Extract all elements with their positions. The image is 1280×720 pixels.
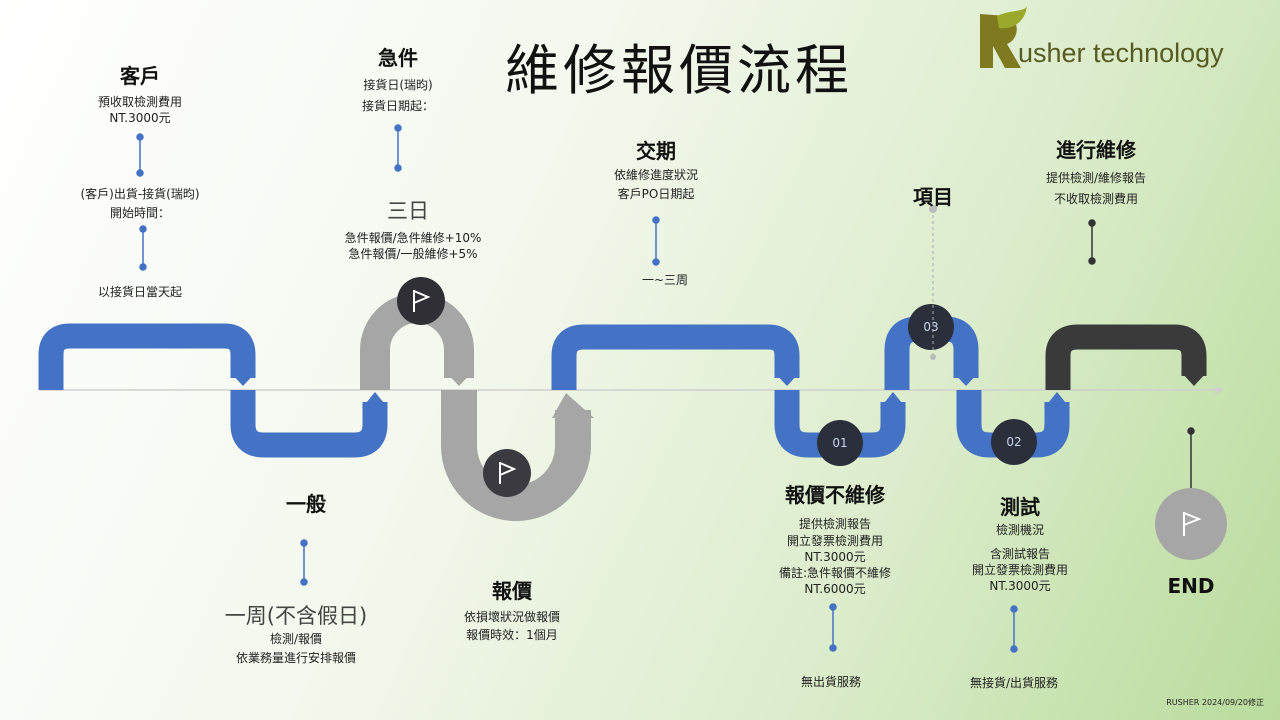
track-blue-arch-1 bbox=[38, 323, 256, 390]
flag-circle-urgent bbox=[397, 277, 445, 325]
delivery-line3: 一~三周 bbox=[641, 273, 689, 287]
badge-02-label: 02 bbox=[1006, 435, 1021, 449]
track-arrow-2 bbox=[362, 392, 388, 408]
flag-icon bbox=[413, 290, 431, 312]
badge-03-label: 03 bbox=[923, 320, 938, 334]
flag-circle-quote bbox=[483, 449, 531, 497]
footer-note: RUSHER 2024/09/20修正 bbox=[1166, 698, 1264, 707]
delivery-line1: 依維修進度狀況 bbox=[613, 168, 698, 182]
track-arrow-8 bbox=[1044, 392, 1070, 408]
customer-line3: (客戶)出貨-接貨(瑞昀) bbox=[80, 187, 200, 201]
logo-text: usher technology bbox=[1018, 38, 1224, 68]
quote-line1: 依損壞狀況做報價 bbox=[463, 610, 560, 624]
repair-line2: 不收取檢測費用 bbox=[1053, 192, 1138, 206]
no-repair-line3: NT.3000元 bbox=[804, 550, 866, 564]
quote-line2: 報價時效：1個月 bbox=[466, 628, 558, 642]
track-arrow-7 bbox=[953, 372, 979, 386]
general-big: 一周(不含假日) bbox=[224, 604, 368, 628]
test-line1: 檢測機況 bbox=[995, 523, 1044, 537]
no-repair-line2: 開立發票檢測費用 bbox=[786, 534, 883, 548]
no-repair-line5: NT.6000元 bbox=[804, 582, 866, 596]
track-arrow-1 bbox=[230, 372, 256, 386]
customer-line1: 預收取檢測費用 bbox=[97, 95, 182, 109]
customer-line2: NT.3000元 bbox=[109, 111, 171, 125]
urgent-line3: 急件報價/急件維修+10% bbox=[344, 231, 482, 245]
test-line4: NT.3000元 bbox=[989, 579, 1051, 593]
general-line1: 檢測/報價 bbox=[269, 632, 323, 646]
repair-line1: 提供檢測/維修報告 bbox=[1045, 171, 1147, 185]
badge-01: 01 bbox=[817, 420, 863, 466]
urgent-line2: 接貨日期起： bbox=[361, 99, 434, 113]
badge-02: 02 bbox=[991, 419, 1037, 465]
track-arrow-9 bbox=[1181, 372, 1207, 386]
track-arrow-5 bbox=[774, 372, 800, 386]
flag-icon bbox=[499, 462, 517, 484]
delivery-heading: 交期 bbox=[636, 139, 676, 163]
rusher-logo bbox=[980, 6, 1027, 68]
repair-heading: 進行維修 bbox=[1056, 138, 1136, 162]
flag-icon bbox=[1183, 512, 1202, 536]
timeline-arrow bbox=[1215, 386, 1224, 394]
end-label: END bbox=[1167, 574, 1215, 598]
item-heading: 項目 bbox=[913, 185, 953, 209]
page-title: 維修報價流程 bbox=[505, 39, 853, 102]
track-arrow-3 bbox=[444, 370, 474, 386]
urgent-heading: 急件 bbox=[378, 46, 418, 70]
test-line2: 含測試報告 bbox=[989, 547, 1050, 561]
track-blue-arch-2 bbox=[551, 324, 800, 390]
test-line3: 開立發票檢測費用 bbox=[971, 563, 1068, 577]
no-repair-line6: 無出貨服務 bbox=[800, 675, 861, 689]
badge-03: 03 bbox=[908, 304, 954, 350]
delivery-line2: 客戶PO日期起 bbox=[617, 187, 695, 201]
no-repair-heading: 報價不維修 bbox=[785, 483, 885, 507]
test-line5: 無接貨/出貨服務 bbox=[969, 676, 1059, 690]
badge-01-label: 01 bbox=[832, 436, 847, 450]
customer-line4: 開始時間： bbox=[109, 206, 170, 220]
urgent-line4: 急件報價/一般維修+5% bbox=[348, 247, 478, 261]
track-arrow-6 bbox=[880, 392, 906, 408]
track-dark-arch bbox=[1045, 324, 1207, 390]
quote-heading: 報價 bbox=[492, 579, 532, 603]
customer-line5: 以接貨日當天起 bbox=[97, 285, 182, 299]
track-arrow-4 bbox=[552, 393, 594, 418]
general-heading: 一般 bbox=[286, 492, 326, 516]
general-line2: 依業務量進行安排報價 bbox=[235, 651, 356, 665]
connectors-dark bbox=[1088, 219, 1195, 488]
no-repair-line1: 提供檢測報告 bbox=[798, 517, 871, 531]
customer-heading: 客戶 bbox=[120, 64, 160, 88]
urgent-line1: 接貨日(瑞昀) bbox=[363, 78, 433, 92]
urgent-big: 三日 bbox=[387, 199, 429, 223]
connectors-blue bbox=[136, 124, 1018, 653]
track-gray-u bbox=[441, 390, 591, 521]
test-heading: 測試 bbox=[1000, 495, 1040, 519]
no-repair-line4: 備註:急件報價不維修 bbox=[778, 566, 892, 580]
track-blue-u-1 bbox=[230, 390, 388, 458]
flag-circle-end bbox=[1155, 488, 1227, 560]
